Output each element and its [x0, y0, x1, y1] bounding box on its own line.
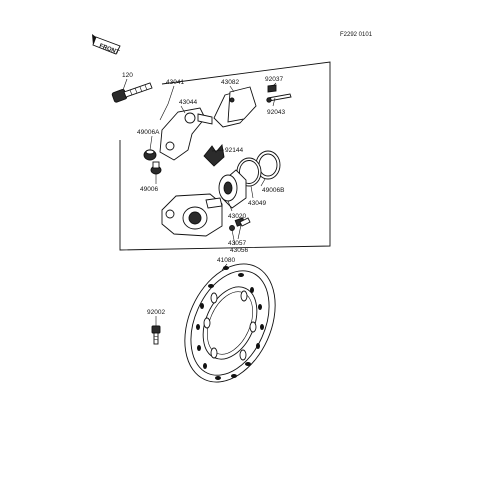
label-43041: 43041 — [166, 79, 184, 86]
part-labels: 120 43041 43044 43082 92037 92043 49006A… — [122, 72, 285, 316]
pad-pin-92043 — [266, 93, 292, 103]
label-92144: 92144 — [225, 147, 243, 154]
label-43082: 43082 — [221, 79, 239, 86]
label-43056: 43056 — [230, 247, 248, 254]
disc-bolt-92002 — [151, 325, 161, 345]
caliper-bracket-43041 — [159, 107, 213, 161]
pin-clip-92037 — [267, 84, 277, 93]
label-43057: 43057 — [228, 240, 246, 247]
boot-49006a — [143, 149, 157, 161]
diagram-code: F2292 0101 — [340, 32, 373, 38]
brake-pads-43082 — [213, 86, 257, 128]
label-49006a: 49006A — [137, 129, 160, 136]
label-43044: 43044 — [179, 99, 197, 106]
bleeder-valve-43057 — [234, 217, 251, 227]
label-92037: 92037 — [265, 76, 283, 83]
leader-lines — [122, 78, 277, 326]
label-92002: 92002 — [147, 309, 165, 316]
label-49006: 49006 — [140, 186, 158, 193]
front-arrow-icon: FRONT — [92, 34, 121, 56]
piston-43020 — [218, 169, 247, 209]
bolt-120 — [111, 82, 153, 103]
label-41080: 41080 — [217, 257, 235, 264]
spring-92144 — [203, 143, 225, 167]
brake-disc-41080 — [184, 263, 276, 383]
label-92043: 92043 — [267, 109, 285, 116]
label-43020: 43020 — [228, 213, 246, 220]
caliper-body — [161, 193, 223, 237]
label-43049: 43049 — [248, 200, 266, 207]
boot-49006 — [150, 161, 162, 175]
bleeder-cap-43056 — [229, 225, 235, 231]
label-49006b: 49006B — [262, 187, 284, 194]
assembly-frame — [119, 61, 331, 251]
label-120: 120 — [122, 72, 133, 79]
